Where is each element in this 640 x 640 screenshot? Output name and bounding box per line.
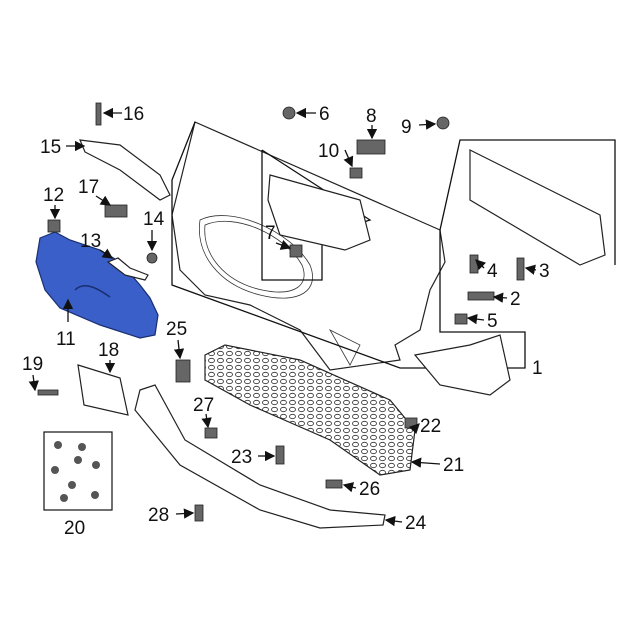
side-bracket-part	[413, 334, 511, 396]
callout-8: 8	[366, 106, 377, 127]
callout-28: 28	[148, 505, 169, 526]
callout-22: 22	[420, 416, 441, 437]
lower-grille-part	[204, 344, 416, 476]
callout-6: 6	[319, 104, 330, 125]
grille-emblem	[74, 285, 111, 298]
bumper-cover-part	[171, 121, 446, 371]
callout-10: 10	[318, 141, 339, 162]
callout-17: 17	[78, 177, 99, 198]
callout-3: 3	[539, 261, 550, 282]
callout-27: 27	[193, 395, 214, 416]
callout-20: 20	[64, 518, 85, 539]
bracket-1	[171, 121, 616, 369]
fasteners	[37, 102, 525, 522]
screw-kit-box	[43, 431, 113, 511]
callout-2: 2	[510, 289, 521, 310]
callout-24: 24	[405, 513, 427, 534]
callout-21: 21	[443, 455, 464, 476]
callout-19: 19	[22, 354, 43, 375]
callout-labels: 1 2 3 4 5 6 7 8 9 10 11 12 13 14 15 16 1…	[22, 104, 550, 539]
lower-spoiler-part	[134, 384, 386, 529]
callout-1: 1	[532, 358, 543, 379]
screw-set	[51, 441, 100, 502]
grille-part-highlighted	[35, 231, 159, 339]
bracket-13-part	[106, 257, 149, 281]
callout-4: 4	[487, 261, 498, 282]
leader-lines	[28, 107, 537, 527]
callout-15: 15	[40, 137, 61, 158]
callout-26: 26	[359, 479, 380, 500]
upper-bracket-part	[79, 139, 171, 201]
callout-18: 18	[98, 340, 119, 361]
callout-25: 25	[166, 319, 187, 340]
callout-16: 16	[123, 104, 144, 125]
energy-absorber-part	[469, 149, 606, 266]
callout-5: 5	[487, 311, 498, 332]
callout-9: 9	[401, 117, 412, 138]
license-bracket-part	[77, 364, 129, 416]
callout-7: 7	[265, 223, 276, 244]
callout-12: 12	[43, 185, 64, 206]
radiator-support-part	[267, 174, 371, 251]
callout-23: 23	[231, 447, 252, 468]
callout-14: 14	[143, 209, 165, 230]
callout-13: 13	[80, 231, 101, 252]
callout-11: 11	[56, 329, 76, 350]
